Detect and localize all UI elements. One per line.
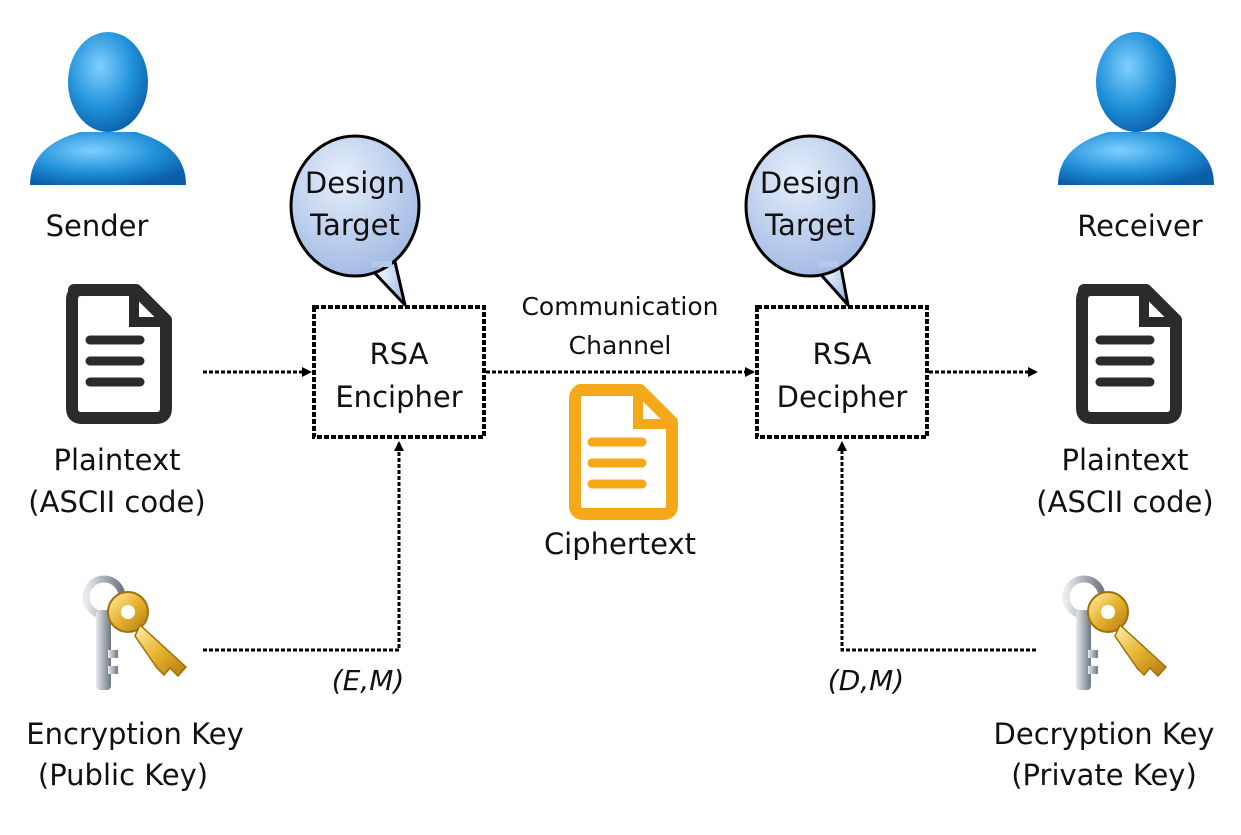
encipher-box-line2: Encipher bbox=[335, 380, 462, 414]
channel-label-line2: Channel bbox=[569, 331, 672, 360]
receiver-plaintext-sublabel: (ASCII code) bbox=[1036, 485, 1213, 519]
decryption-key-label: Decryption Key bbox=[994, 717, 1215, 751]
encipher-bubble-line1: Design bbox=[305, 166, 405, 200]
sender-person-icon bbox=[30, 32, 186, 185]
decryption-key-sublabel: (Private Key) bbox=[1011, 758, 1197, 792]
ciphertext-label: Ciphertext bbox=[544, 527, 696, 561]
encipher-bubble-line2: Target bbox=[309, 208, 400, 242]
sender-keys-icon bbox=[82, 575, 188, 690]
decipher-box-line1: RSA bbox=[813, 337, 872, 371]
encipher-box-line1: RSA bbox=[370, 337, 429, 371]
sender-plaintext-sublabel: (ASCII code) bbox=[28, 485, 205, 519]
receiver-person-icon bbox=[1058, 32, 1214, 185]
sender-plaintext-label: Plaintext bbox=[54, 443, 181, 477]
sender-label: Sender bbox=[46, 209, 149, 243]
public-key-arrow bbox=[203, 441, 404, 652]
decipher-bubble-line1: Design bbox=[760, 166, 860, 200]
decipher-bubble-line2: Target bbox=[764, 208, 855, 242]
ciphertext-document-icon bbox=[569, 384, 678, 520]
public-key-pair-label: (E,M) bbox=[332, 664, 405, 697]
private-key-arrow bbox=[837, 441, 1036, 652]
encryption-key-label: Encryption Key bbox=[26, 717, 244, 751]
encryption-key-sublabel: (Public Key) bbox=[38, 758, 208, 792]
decipher-box-line2: Decipher bbox=[777, 380, 908, 414]
receiver-plaintext-label: Plaintext bbox=[1062, 443, 1189, 477]
rsa-encipher-box bbox=[312, 305, 486, 439]
encipher-design-target-bubble bbox=[289, 134, 421, 307]
sender-document-icon bbox=[66, 284, 172, 424]
decipher-design-target-bubble bbox=[744, 134, 876, 307]
rsa-decipher-box bbox=[755, 305, 929, 439]
private-key-pair-label: (D,M) bbox=[828, 664, 904, 697]
receiver-document-icon bbox=[1076, 284, 1182, 424]
receiver-keys-icon bbox=[1062, 575, 1168, 690]
channel-label-line1: Communication bbox=[521, 292, 718, 321]
receiver-label: Receiver bbox=[1077, 209, 1203, 243]
